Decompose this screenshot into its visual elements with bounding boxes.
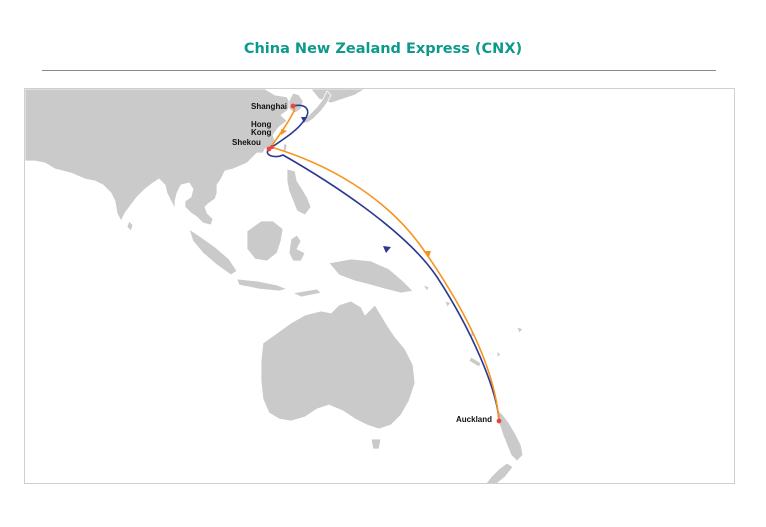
land-nz-south-island bbox=[486, 462, 514, 483]
title-divider bbox=[42, 70, 716, 71]
port-marker-hongkong bbox=[270, 145, 274, 149]
land-nz-north-island bbox=[496, 407, 524, 462]
route-northbound-arrow-north bbox=[281, 129, 287, 135]
land-japan bbox=[302, 90, 332, 124]
route-northbound-line bbox=[269, 105, 500, 422]
port-label-shekou: Shekou bbox=[232, 138, 261, 147]
port-marker-shanghai bbox=[290, 103, 296, 109]
route-southbound-arrow-north bbox=[301, 117, 307, 123]
land-korea bbox=[288, 92, 304, 114]
land-taiwan bbox=[282, 142, 288, 152]
port-label-shanghai: Shanghai bbox=[251, 102, 287, 111]
land-borneo bbox=[246, 220, 284, 262]
land-tasmania bbox=[370, 438, 382, 450]
land-new-guinea bbox=[328, 258, 414, 294]
land-pacific-islands bbox=[422, 284, 524, 358]
route-northbound-arrow bbox=[423, 251, 431, 257]
land-philippines bbox=[286, 168, 312, 216]
land-sulawesi bbox=[288, 234, 306, 262]
port-marker-auckland bbox=[496, 418, 502, 424]
service-title: China New Zealand Express (CNX) bbox=[243, 41, 523, 57]
land-java bbox=[236, 278, 289, 292]
land-australia bbox=[260, 300, 416, 430]
land-timor bbox=[291, 288, 322, 298]
land-new-caledonia bbox=[468, 356, 482, 368]
route-southbound-arrow bbox=[383, 246, 391, 253]
land-sri-lanka bbox=[126, 220, 134, 232]
land-russia-east bbox=[310, 89, 366, 104]
port-label-auckland: Auckland bbox=[456, 415, 492, 424]
land-sumatra bbox=[188, 228, 238, 276]
